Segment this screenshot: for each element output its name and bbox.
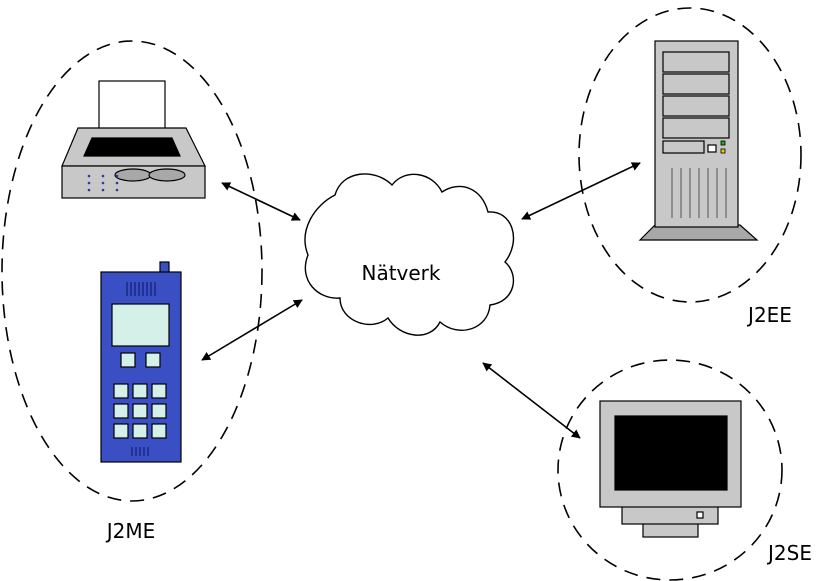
j2ee-group-boundary [578,7,802,303]
arrow-server-network [521,162,641,220]
j2me-label: J2ME [105,519,156,543]
arrow-monitor-network [482,362,581,439]
j2se-group-boundary [557,359,783,581]
network-cloud: Nätverk [304,173,515,336]
mobile-phone-icon [100,261,182,463]
j2ee-label: J2EE [746,303,792,327]
monitor-icon [599,400,742,538]
j2se-label: J2SE [766,541,812,565]
arrow-phone-network [201,299,303,361]
tower-server-icon [638,40,759,241]
j2me-group-boundary [1,40,263,502]
printer-icon [61,80,206,199]
cloud-label: Nätverk [361,261,440,285]
arrow-printer-network [221,182,301,221]
